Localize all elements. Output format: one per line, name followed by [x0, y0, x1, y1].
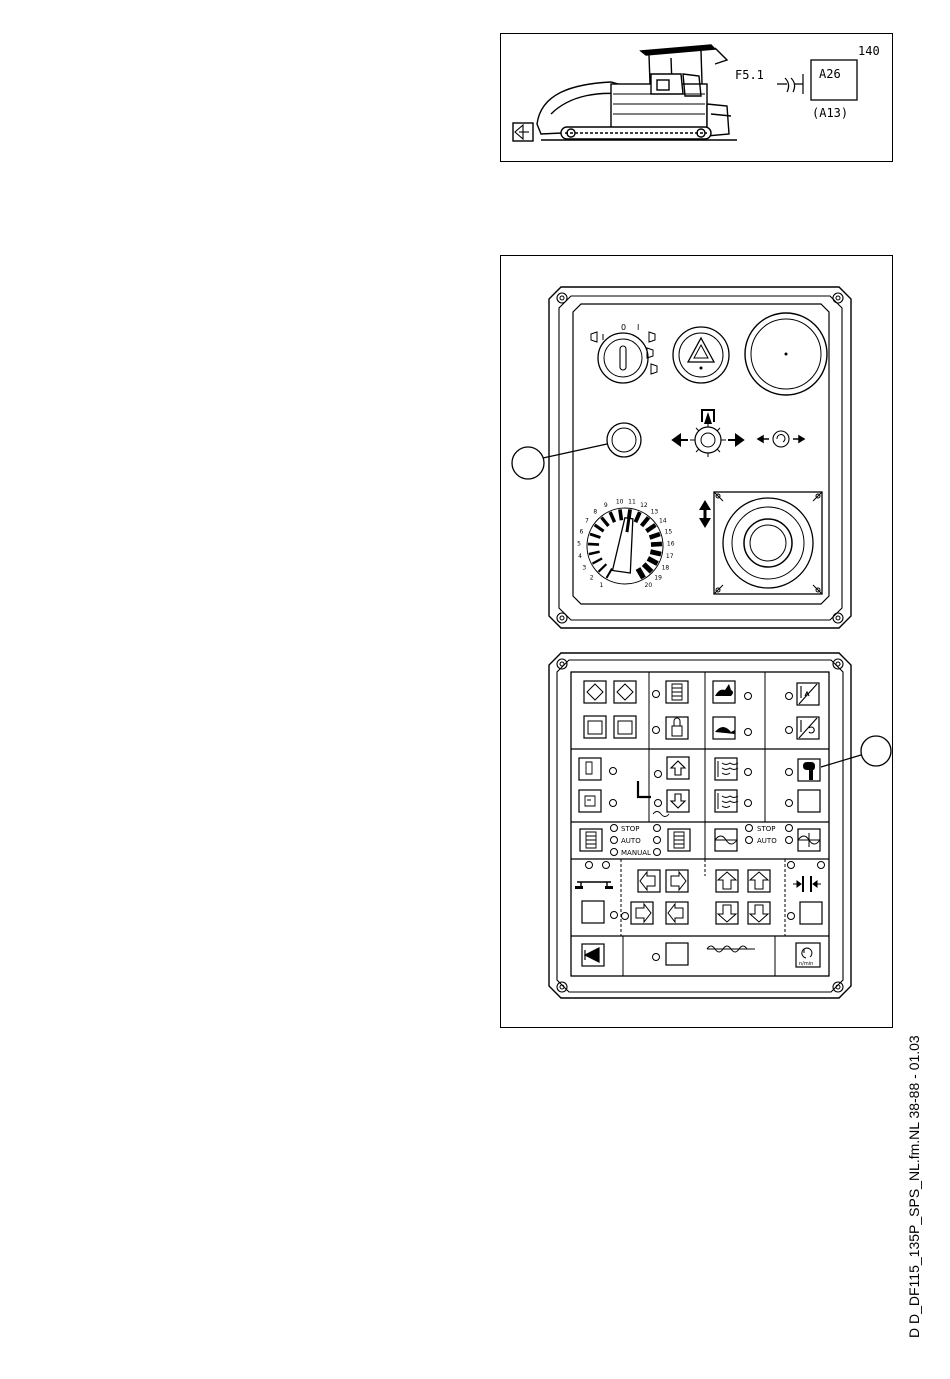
rpm-unit-label: n/min: [799, 961, 813, 967]
dial-number: 3: [582, 564, 586, 571]
svg-text:I: I: [637, 323, 639, 332]
dial-tick: [620, 509, 622, 520]
module-label: A26: [819, 67, 841, 81]
dial-number: 17: [666, 553, 674, 560]
fuse-label: F5.1: [735, 68, 764, 82]
screen-arrow-icon: [513, 123, 533, 141]
horn-button[interactable]: [582, 944, 604, 966]
control-panel-drawing: 0 I: [501, 256, 894, 1029]
control-panel-figure: 0 I: [500, 255, 893, 1028]
joystick-control[interactable]: [714, 492, 822, 594]
dial-number: 13: [651, 508, 659, 515]
dial-number: 6: [579, 528, 583, 535]
dial-number: 11: [628, 498, 636, 505]
dial-number: 5: [577, 541, 581, 548]
paver-machine-drawing: [537, 45, 737, 140]
stop-label-left: STOP: [621, 825, 639, 833]
dial-tick: [651, 544, 662, 545]
svg-text:0: 0: [621, 323, 626, 332]
rpm-button[interactable]: n/min: [796, 943, 820, 967]
dial-tick: [650, 552, 661, 554]
document-reference: D D_DF115_135P_SPS_NL.fm.NL 38-88 - 01.0…: [906, 1338, 907, 1339]
dial-number: 7: [585, 517, 589, 524]
hazard-warning-button[interactable]: [673, 327, 729, 383]
paver-diagram: F5.1 A26 (A13) 140: [501, 34, 894, 163]
wiring-diagram-box: F5.1 A26 (A13) 140: [500, 33, 893, 162]
dial-number: 4: [578, 553, 582, 560]
auto-label-left: AUTO: [621, 837, 641, 845]
dial-number: 9: [604, 502, 608, 509]
round-push-button[interactable]: [607, 423, 641, 457]
dial-number: 15: [665, 528, 673, 535]
auto-label-right: AUTO: [757, 837, 777, 845]
stop-label-right: STOP: [757, 825, 775, 833]
dial-number: 14: [659, 517, 667, 524]
document-reference-text: D D_DF115_135P_SPS_NL.fm.NL 38-88 - 01.0…: [906, 1035, 922, 1338]
dial-number: 10: [616, 498, 624, 505]
dial-number: 8: [593, 508, 597, 515]
dial-number: 19: [654, 574, 662, 581]
module-alt-label: (A13): [812, 106, 848, 120]
dial-number: 1: [600, 582, 604, 589]
emergency-stop-button[interactable]: [745, 313, 827, 395]
dial-tick: [588, 544, 599, 545]
dial-number: 12: [640, 502, 648, 509]
dial-number: 2: [590, 574, 594, 581]
manual-label-left: MANUAL: [621, 849, 651, 857]
fuse-symbol: [777, 74, 803, 94]
page-number: 140: [858, 44, 880, 58]
dial-number: 18: [662, 564, 670, 571]
dial-number: 16: [667, 541, 675, 548]
dial-number: 20: [645, 582, 653, 589]
